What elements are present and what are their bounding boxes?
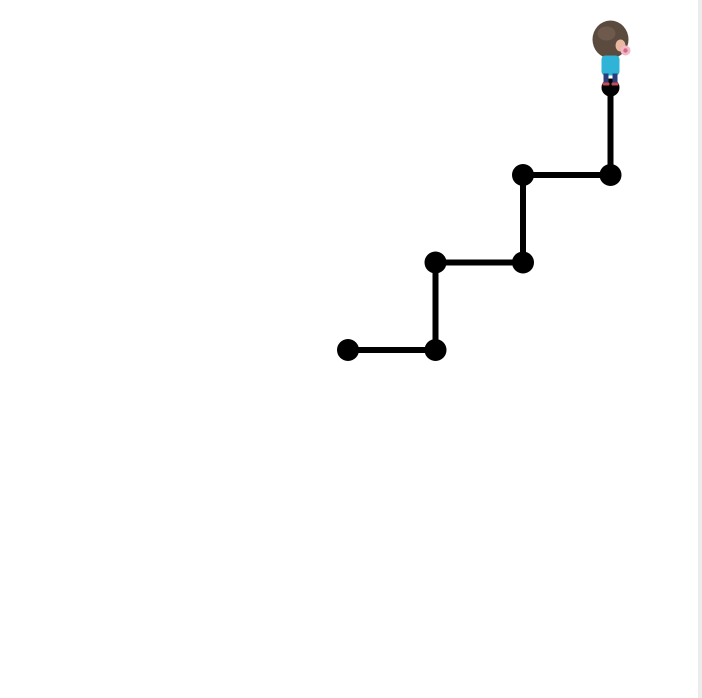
path-node (512, 251, 534, 274)
avatar-shoe-left (602, 82, 610, 86)
path-node (424, 339, 447, 361)
path-node (512, 164, 534, 186)
path-node (424, 251, 447, 274)
avatar-leg-left (603, 73, 609, 84)
avatar-hair-highlight (597, 26, 616, 41)
path-node (599, 164, 622, 186)
path-node (337, 339, 359, 361)
character-avatar-icon (592, 20, 631, 86)
avatar-shoe-right (611, 82, 619, 86)
right-edge-gutter (698, 0, 702, 698)
avatar-held-item-center (623, 48, 628, 53)
path-lines (345, 84, 614, 353)
avatar-body (601, 55, 620, 76)
avatar-leg-right (612, 73, 618, 84)
path-dots (337, 78, 622, 361)
